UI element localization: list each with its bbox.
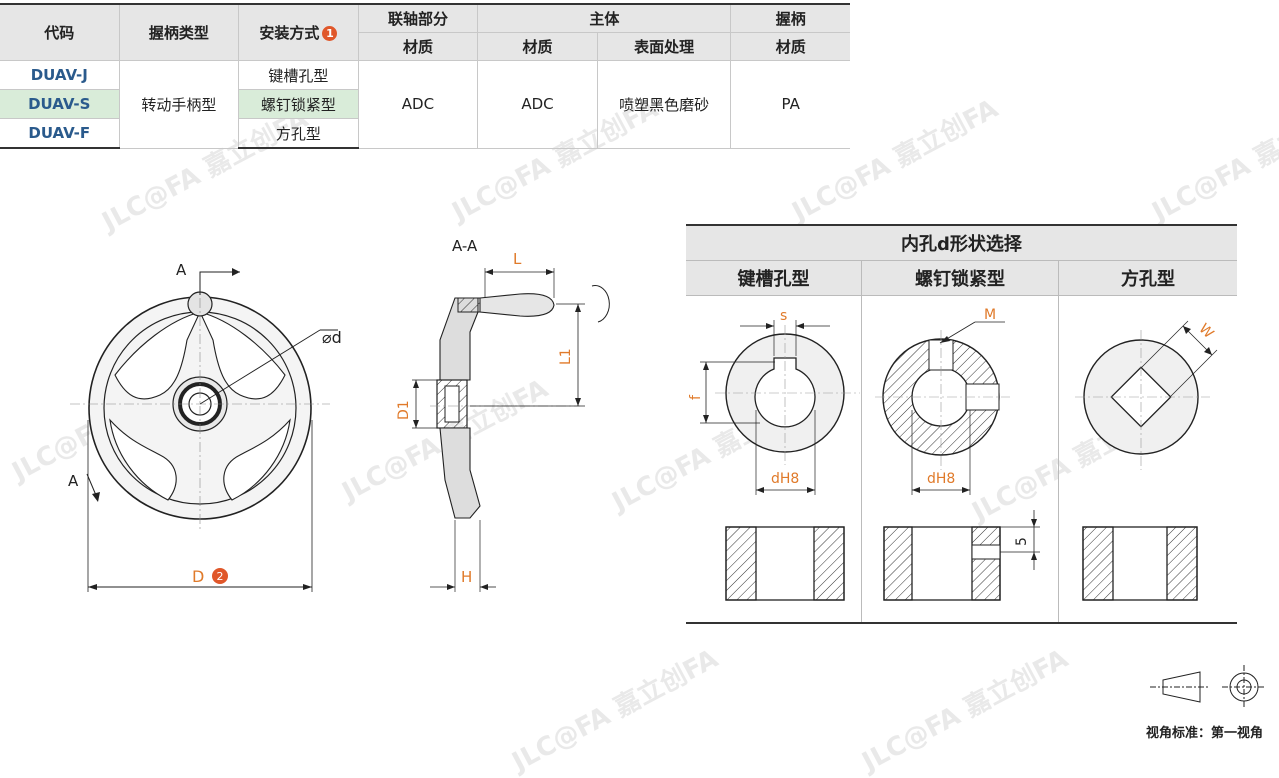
handwheel-front-view	[70, 268, 338, 592]
body-surface-cell: 喷塑黑色磨砂	[596, 60, 732, 149]
table-row: DUAV-S 螺钉锁紧型	[0, 89, 850, 119]
label-L: L	[513, 250, 522, 268]
bore-col-setscrew: 螺钉锁紧型	[861, 260, 1059, 296]
label-m: M	[984, 307, 996, 323]
header-grip-material: 材质	[730, 32, 850, 61]
header-code: 代码	[0, 3, 120, 61]
section-label: A-A	[452, 237, 478, 255]
code-cell: DUAV-J	[0, 60, 120, 90]
first-angle-projection-icon	[1150, 665, 1266, 709]
code-cell: DUAV-F	[0, 118, 120, 149]
badge-2-text: 2	[217, 570, 224, 583]
label-f: f	[688, 394, 704, 400]
header-body: 主体	[477, 3, 732, 33]
section-view	[412, 268, 610, 592]
label-dh8-setscrew: dH8	[927, 471, 955, 487]
header-body-surface: 表面处理	[596, 32, 732, 61]
note-badge-2	[212, 568, 228, 584]
header-grip: 握柄	[730, 3, 850, 33]
note-badge-1: 1	[322, 26, 338, 41]
bore-col-square: 方孔型	[1058, 260, 1237, 296]
handle-type-cell: 转动手柄型	[118, 60, 240, 149]
label-diameter-D: D	[192, 567, 204, 586]
label-D1: D1	[396, 400, 412, 420]
body-material-cell: ADC	[477, 60, 598, 149]
grip-material-cell: PA	[730, 60, 850, 149]
header-coupling-material: 材质	[358, 32, 479, 61]
label-diameter-d: ⌀d	[322, 328, 342, 347]
label-s: s	[780, 308, 787, 324]
label-a-bottom: A	[68, 472, 79, 490]
mounting-cell: 方孔型	[238, 118, 359, 149]
label-dh8-keyway: dH8	[771, 471, 799, 487]
coupling-material-cell: ADC	[357, 60, 479, 149]
label-5: 5	[1014, 537, 1030, 546]
header-body-material: 材质	[477, 32, 598, 61]
label-a-top: A	[176, 261, 187, 279]
code-cell: DUAV-S	[0, 89, 120, 119]
projection-caption: 视角标准：第一视角	[1146, 726, 1264, 741]
bore-title: 内孔d形状选择	[686, 224, 1237, 261]
mounting-cell: 螺钉锁紧型	[238, 89, 359, 119]
header-coupling: 联轴部分	[357, 3, 479, 33]
label-H: H	[461, 568, 472, 586]
bore-col-keyway: 键槽孔型	[686, 260, 862, 296]
label-w: W	[1195, 321, 1216, 342]
square-bore-drawing	[1075, 320, 1218, 601]
label-L1: L1	[558, 348, 574, 365]
table-row: DUAV-F 方孔型	[0, 118, 850, 149]
setscrew-bore-drawing	[875, 321, 1040, 601]
keyway-bore-drawing	[700, 320, 860, 601]
technical-drawing: A A ⌀d D 2 A-A L L1 D1 H	[68, 237, 1266, 709]
